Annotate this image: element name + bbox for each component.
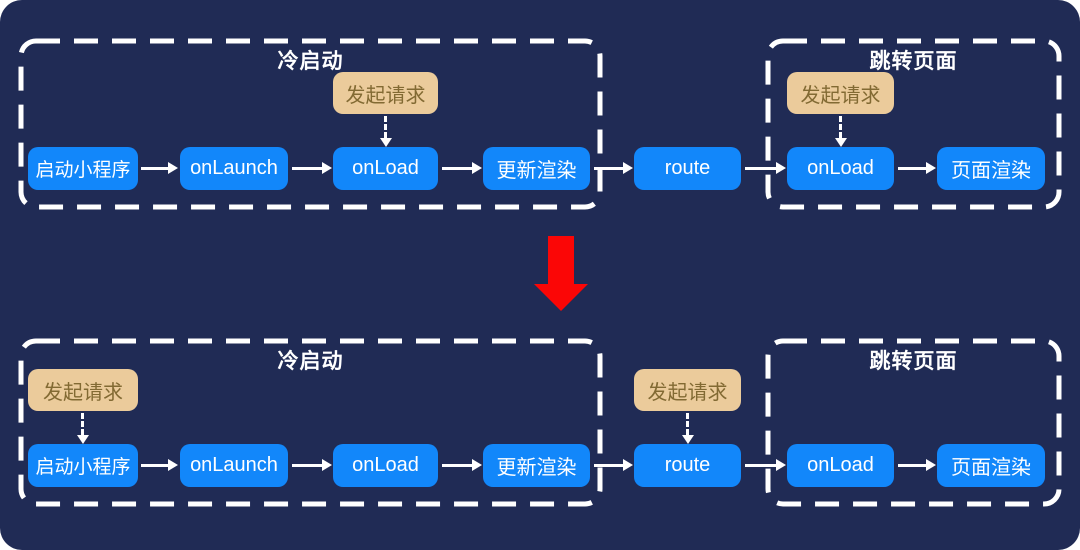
node-route-after: route — [634, 444, 741, 487]
flow-arrow-before-3 — [442, 162, 482, 174]
flow-arrow-before-4 — [594, 162, 633, 174]
jump-page-title-before: 跳转页面 — [869, 50, 958, 73]
flow-arrow-before-1 — [141, 162, 178, 174]
request-box-before-onload: 发起请求 — [333, 72, 438, 114]
dashed-arrow-before-jump — [835, 116, 847, 147]
node-onlaunch-before: onLaunch — [180, 147, 288, 190]
request-box-after-launch: 发起请求 — [28, 369, 138, 411]
node-onlaunch-after: onLaunch — [180, 444, 288, 487]
flow-arrow-after-3 — [442, 459, 482, 471]
dashed-arrow-after-route — [682, 413, 694, 444]
node-page-render-before: 页面渲染 — [937, 147, 1045, 190]
flow-arrow-before-6 — [898, 162, 936, 174]
node-onload-after: onLoad — [333, 444, 438, 487]
dashed-arrow-after-coldstart — [77, 413, 89, 444]
node-update-render-after: 更新渲染 — [483, 444, 590, 487]
node-launch-miniprogram-before: 启动小程序 — [28, 147, 138, 190]
node-update-render-before: 更新渲染 — [483, 147, 590, 190]
coldstart-border-before — [18, 38, 603, 210]
request-box-after-route: 发起请求 — [634, 369, 741, 411]
jump-page-border-before — [765, 38, 1062, 210]
flow-arrow-before-5 — [745, 162, 786, 174]
coldstart-title-before: 冷启动 — [277, 50, 344, 73]
node-jump-onload-before: onLoad — [787, 147, 894, 190]
flow-arrow-after-2 — [292, 459, 332, 471]
flow-arrow-after-6 — [898, 459, 936, 471]
flow-arrow-after-4 — [594, 459, 633, 471]
red-transition-arrow-head — [534, 284, 588, 311]
dashed-arrow-before-coldstart — [380, 116, 392, 147]
red-transition-arrow — [548, 236, 574, 284]
node-launch-miniprogram-after: 启动小程序 — [28, 444, 138, 487]
flow-arrow-before-2 — [292, 162, 332, 174]
request-box-before-jump-onload: 发起请求 — [787, 72, 894, 114]
node-onload-before: onLoad — [333, 147, 438, 190]
node-page-render-after: 页面渲染 — [937, 444, 1045, 487]
jump-page-border-after — [765, 338, 1062, 507]
node-route-before: route — [634, 147, 741, 190]
flow-arrow-after-1 — [141, 459, 178, 471]
coldstart-border-after — [18, 338, 603, 507]
coldstart-title-after: 冷启动 — [277, 350, 344, 373]
jump-page-title-after: 跳转页面 — [869, 350, 958, 373]
node-jump-onload-after: onLoad — [787, 444, 894, 487]
flow-arrow-after-5 — [745, 459, 786, 471]
